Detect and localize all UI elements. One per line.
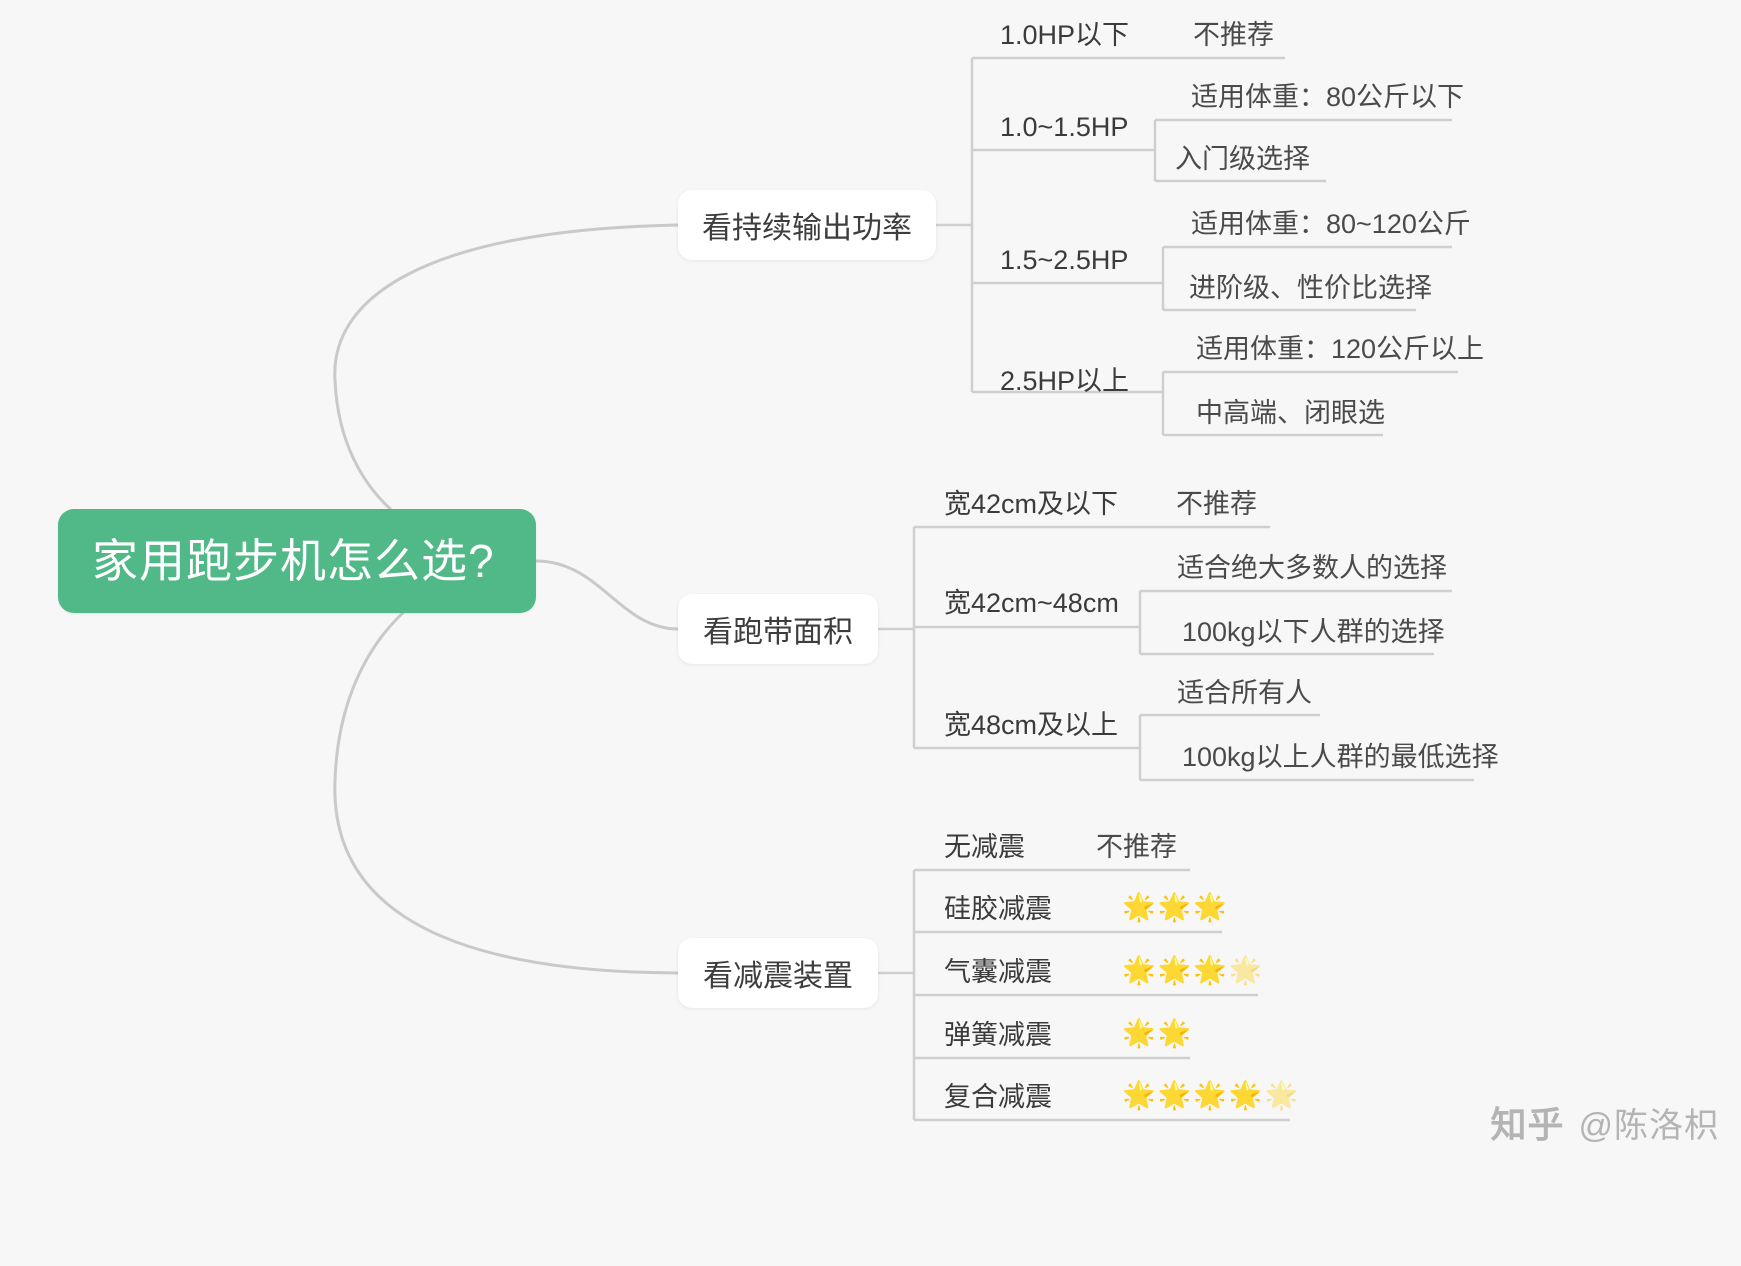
leaf-power-1_5-to-2_5hp-1[interactable]: 进阶级、性价比选择	[1189, 271, 1432, 305]
leaf-damping-none-0[interactable]: 不推荐	[1096, 830, 1177, 864]
leaf-label: 进阶级、性价比选择	[1189, 273, 1432, 303]
subnode-label: 复合减震	[944, 1082, 1052, 1112]
star-icon: 🌟	[1122, 955, 1158, 985]
rating-damping-silicone: 🌟🌟🌟	[1122, 890, 1229, 924]
star-icon: 🌟	[1157, 892, 1194, 922]
watermark-handle: @陈洛枳	[1578, 1106, 1719, 1145]
rating-damping-airbag: 🌟🌟🌟🌟	[1122, 953, 1265, 987]
star-icon: 🌟	[1157, 1080, 1194, 1110]
subnode-damping-spring[interactable]: 弹簧减震	[944, 1018, 1052, 1052]
leaf-power-1_5-to-2_5hp-0[interactable]: 适用体重：80~120公斤	[1191, 207, 1471, 241]
leaf-label: 适合绝大多数人的选择	[1177, 553, 1447, 583]
branch-label: 看跑带面积	[703, 616, 853, 649]
star-icon: 🌟	[1228, 955, 1265, 985]
leaf-belt-48-and-above-1[interactable]: 100kg以上人群的最低选择	[1182, 740, 1499, 774]
star-icon: 🌟	[1157, 1018, 1194, 1048]
subnode-damping-none[interactable]: 无减震	[944, 830, 1025, 864]
watermark: 知乎 @陈洛枳	[1490, 1096, 1719, 1148]
leaf-label: 不推荐	[1176, 489, 1257, 519]
subnode-power-1-to-1_5hp[interactable]: 1.0~1.5HP	[1000, 110, 1128, 144]
leaf-power-1-to-1_5hp-1[interactable]: 入门级选择	[1175, 142, 1310, 176]
branch-label: 看减震装置	[703, 960, 853, 993]
branch-label: 看持续输出功率	[702, 212, 912, 245]
star-icon: 🌟	[1157, 955, 1194, 985]
star-icon: 🌟	[1122, 1080, 1158, 1110]
star-icon: 🌟	[1264, 1080, 1301, 1110]
star-icon: 🌟	[1122, 892, 1158, 922]
star-icon: 🌟	[1122, 1018, 1158, 1048]
subnode-label: 1.0HP以下	[1000, 20, 1130, 50]
zhihu-logo: 知乎	[1490, 1104, 1565, 1145]
leaf-power-below-1hp-0[interactable]: 不推荐	[1193, 18, 1274, 52]
subnode-label: 气囊减震	[944, 957, 1052, 987]
leaf-label: 适合所有人	[1177, 678, 1312, 708]
subnode-label: 1.0~1.5HP	[1000, 112, 1129, 142]
subnode-label: 弹簧减震	[944, 1020, 1052, 1050]
leaf-label: 不推荐	[1096, 832, 1177, 862]
leaf-power-1-to-1_5hp-0[interactable]: 适用体重：80公斤以下	[1191, 80, 1464, 114]
leaf-label: 100kg以下人群的选择	[1182, 617, 1445, 647]
leaf-power-above-2_5hp-0[interactable]: 适用体重：120公斤以上	[1196, 332, 1484, 366]
subnode-power-below-1hp[interactable]: 1.0HP以下	[1000, 18, 1129, 52]
subnode-label: 宽42cm及以下	[944, 489, 1119, 519]
subnode-label: 1.5~2.5HP	[1000, 245, 1129, 275]
subnode-label: 无减震	[944, 832, 1025, 862]
root-node[interactable]: 家用跑步机怎么选?	[58, 509, 536, 613]
leaf-belt-48-and-above-0[interactable]: 适合所有人	[1177, 676, 1312, 710]
leaf-label: 适用体重：80~120公斤	[1191, 209, 1471, 239]
subnode-damping-silicone[interactable]: 硅胶减震	[944, 892, 1052, 926]
rating-damping-composite: 🌟🌟🌟🌟🌟	[1122, 1078, 1300, 1112]
star-icon: 🌟	[1193, 955, 1229, 985]
subnode-label: 宽42cm~48cm	[944, 588, 1119, 618]
leaf-label: 适用体重：120公斤以上	[1196, 334, 1485, 364]
subnode-belt-42-to-48[interactable]: 宽42cm~48cm	[944, 586, 1119, 620]
leaf-label: 入门级选择	[1175, 144, 1310, 174]
subnode-power-1_5-to-2_5hp[interactable]: 1.5~2.5HP	[1000, 243, 1128, 277]
leaf-label: 100kg以上人群的最低选择	[1182, 742, 1499, 772]
leaf-label: 适用体重：80公斤以下	[1191, 82, 1465, 112]
subnode-label: 2.5HP以上	[1000, 366, 1130, 396]
branch-node-power[interactable]: 看持续输出功率	[678, 190, 936, 260]
leaf-label: 不推荐	[1193, 20, 1274, 50]
leaf-label: 中高端、闭眼选	[1196, 398, 1385, 428]
subnode-label: 硅胶减震	[944, 894, 1052, 924]
subnode-damping-airbag[interactable]: 气囊减震	[944, 955, 1052, 989]
star-icon: 🌟	[1228, 1080, 1265, 1110]
star-icon: 🌟	[1193, 892, 1229, 922]
subnode-belt-48-and-above[interactable]: 宽48cm及以上	[944, 708, 1118, 742]
subnode-belt-42-and-below[interactable]: 宽42cm及以下	[944, 487, 1118, 521]
leaf-power-above-2_5hp-1[interactable]: 中高端、闭眼选	[1196, 396, 1385, 430]
star-icon: 🌟	[1193, 1080, 1229, 1110]
leaf-belt-42-to-48-1[interactable]: 100kg以下人群的选择	[1182, 615, 1445, 649]
subnode-power-above-2_5hp[interactable]: 2.5HP以上	[1000, 364, 1129, 398]
leaf-belt-42-to-48-0[interactable]: 适合绝大多数人的选择	[1177, 551, 1447, 585]
subnode-label: 宽48cm及以上	[944, 710, 1119, 740]
rating-damping-spring: 🌟🌟	[1122, 1016, 1193, 1050]
branch-node-belt-area[interactable]: 看跑带面积	[678, 594, 878, 664]
root-label: 家用跑步机怎么选?	[92, 535, 495, 587]
branch-node-damping[interactable]: 看减震装置	[678, 938, 878, 1008]
subnode-damping-composite[interactable]: 复合减震	[944, 1080, 1052, 1114]
leaf-belt-42-and-below-0[interactable]: 不推荐	[1176, 487, 1257, 521]
